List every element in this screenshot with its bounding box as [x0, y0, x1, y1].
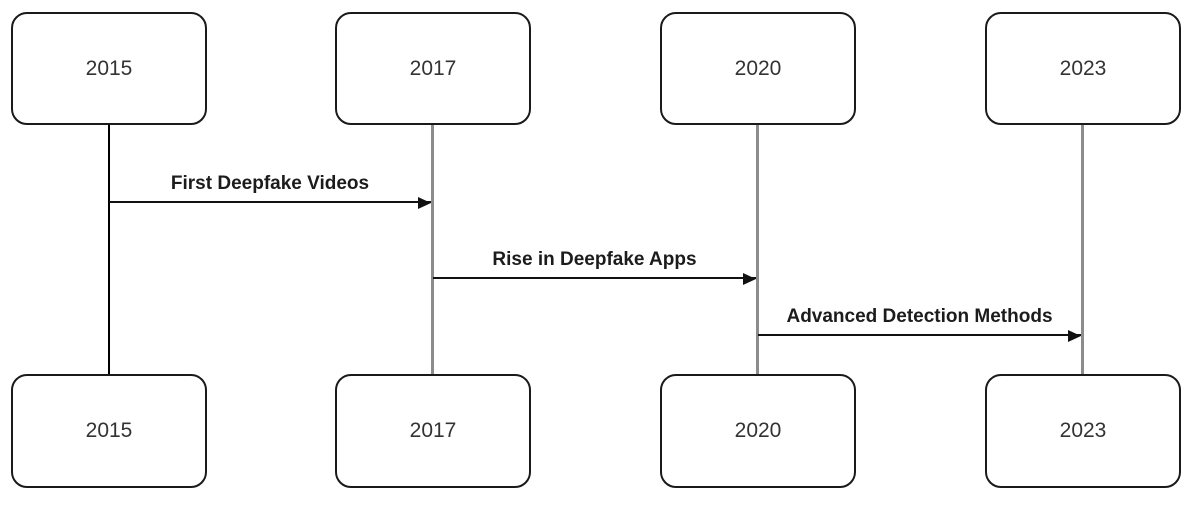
- message-label-rise-in-deepfake-apps: Rise in Deepfake Apps: [492, 249, 697, 270]
- lifeline-2023: [1081, 125, 1084, 374]
- lifeline-2015: [108, 125, 110, 374]
- participant-2017-bottom: 2017: [335, 374, 531, 488]
- participant-2015-bottom: 2015: [11, 374, 207, 488]
- participant-2015-top: 2015: [11, 12, 207, 125]
- participant-year-label: 2023: [1059, 56, 1107, 80]
- participant-year-label: 2020: [734, 419, 782, 442]
- participant-2023-top: 2023: [985, 12, 1181, 125]
- participant-year-label: 2023: [1059, 419, 1107, 442]
- message-label-first-deepfake-videos: First Deepfake Videos: [170, 173, 370, 194]
- participant-2023-bottom: 2023: [985, 374, 1181, 488]
- participant-year-label: 2017: [409, 56, 457, 80]
- participant-year-label: 2015: [85, 56, 133, 80]
- message-label-advanced-detection-methods: Advanced Detection Methods: [786, 306, 1053, 327]
- participant-year-label: 2015: [85, 419, 133, 442]
- participant-year-label: 2017: [409, 419, 457, 442]
- participant-2020-bottom: 2020: [660, 374, 856, 488]
- lifeline-2017: [431, 125, 434, 374]
- arrow-2020-to-2023: [758, 330, 1081, 342]
- participant-year-label: 2020: [734, 56, 782, 80]
- arrow-2017-to-2020: [433, 273, 756, 285]
- participant-2017-top: 2017: [335, 12, 531, 125]
- arrow-2015-to-2017: [109, 197, 431, 209]
- lifeline-2020: [756, 125, 759, 374]
- participant-2020-top: 2020: [660, 12, 856, 125]
